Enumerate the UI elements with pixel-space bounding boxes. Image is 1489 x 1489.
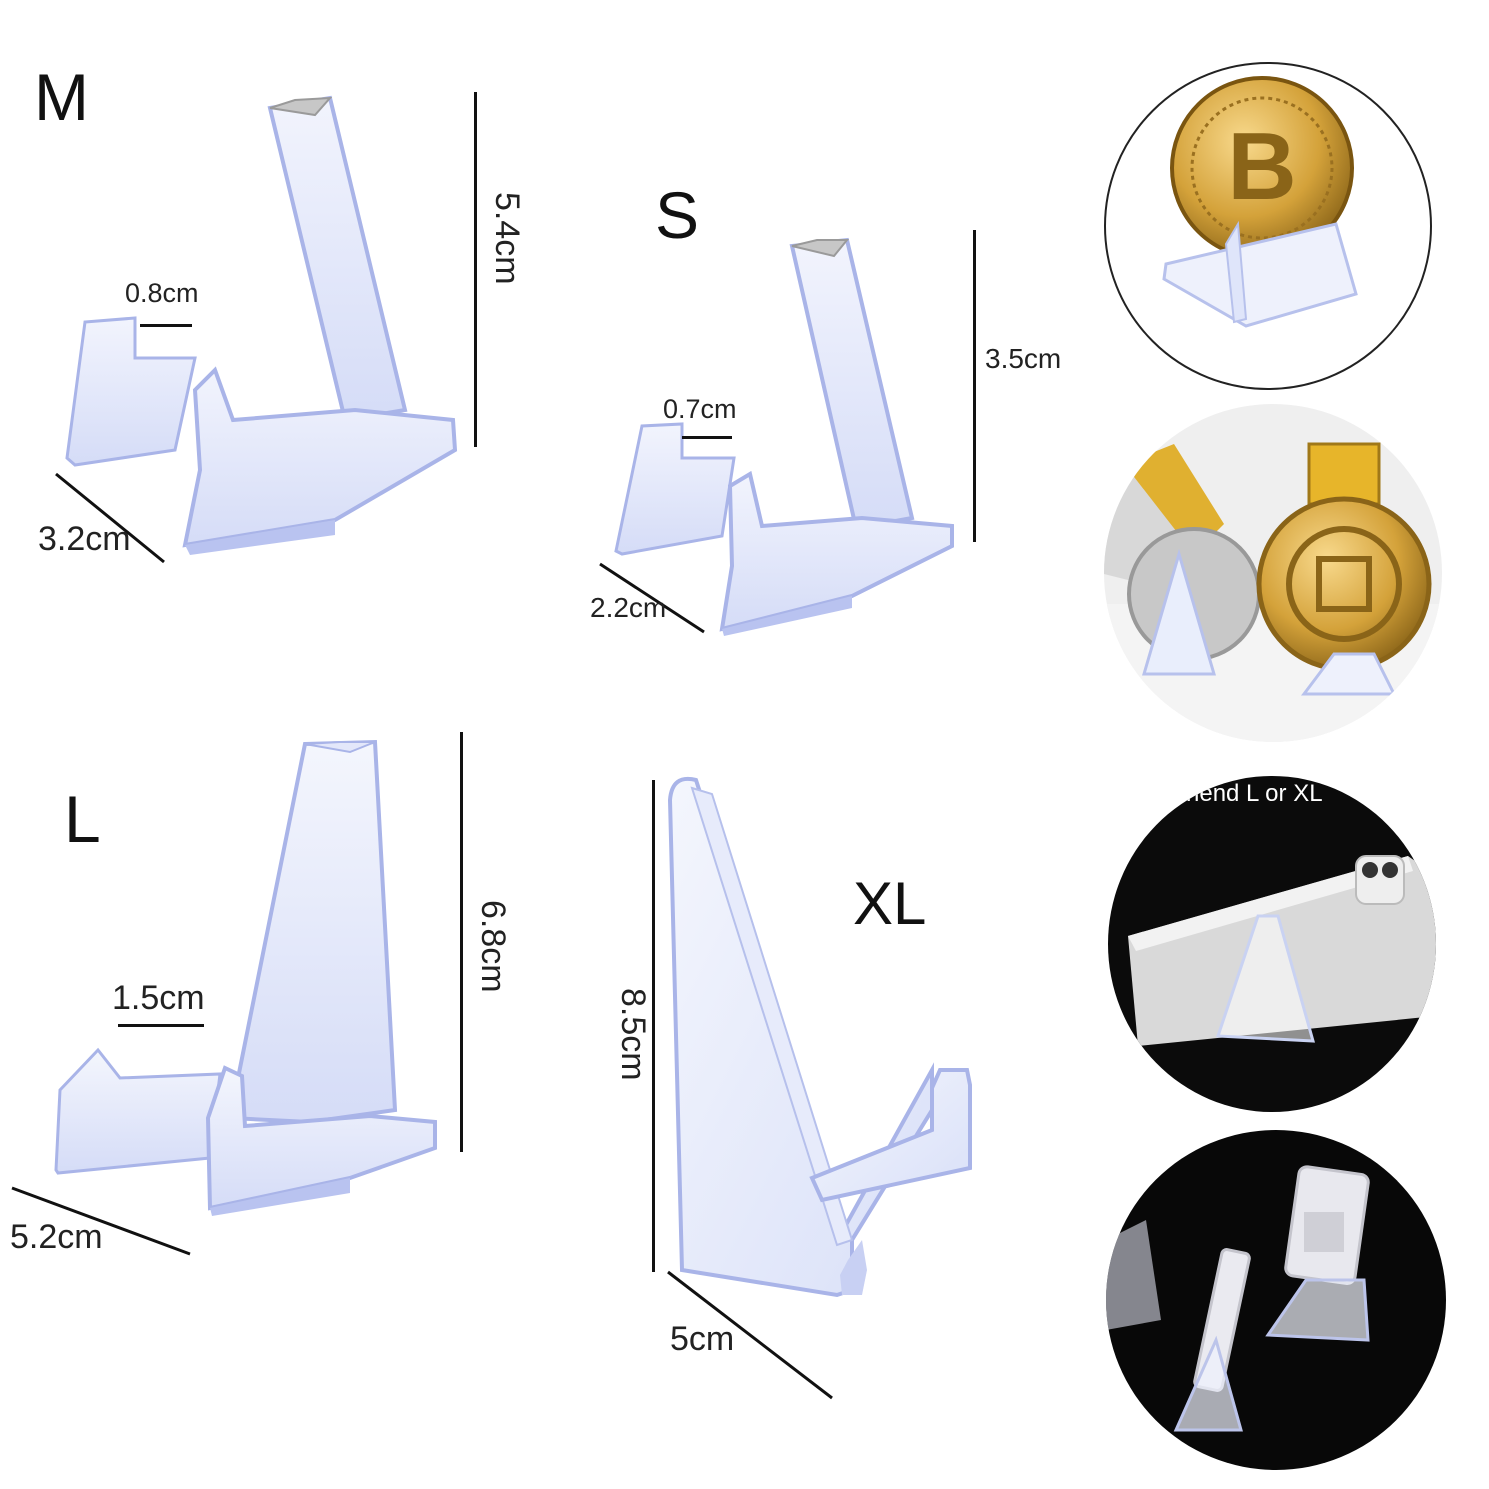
bitcoin-symbol-icon: B <box>1227 113 1296 220</box>
stand-l-image <box>54 739 437 1216</box>
phone-stand-illustration <box>1128 855 1436 1046</box>
m-depth-line <box>55 472 165 564</box>
xl-height-line <box>652 780 655 1272</box>
m-height-label: 5.4cm <box>488 192 526 285</box>
l-slot-width-line <box>118 1024 204 1027</box>
size-m-label: M <box>34 60 89 134</box>
coin-stand-illustration: B <box>1162 76 1358 328</box>
s-slot-width-line <box>682 436 732 439</box>
xl-depth-line <box>667 1270 833 1400</box>
stand-s-image <box>614 237 954 636</box>
size-xl-label: XL <box>853 870 927 937</box>
l-height-label: 6.8cm <box>474 900 512 993</box>
medal-stand-illustration <box>1104 442 1442 742</box>
s-height-line <box>973 230 976 542</box>
xl-depth-label: 5cm <box>670 1320 735 1358</box>
size-s-label: S <box>655 178 700 252</box>
phone-photo-caption: nend L or XL <box>1186 780 1323 807</box>
medal-stand-photo <box>1104 404 1442 742</box>
s-slot-width-label: 0.7cm <box>663 394 737 424</box>
s-height-label: 3.5cm <box>985 343 1062 374</box>
l-depth-label: 5.2cm <box>10 1218 103 1256</box>
coin-stand-photo: B <box>1104 62 1432 390</box>
l-slot-width-label: 1.5cm <box>112 979 205 1017</box>
s-depth-line <box>599 562 705 634</box>
m-slot-width-label: 0.8cm <box>125 278 199 308</box>
size-l-label: L <box>64 782 101 856</box>
stand-m-image <box>65 95 458 555</box>
m-slot-width-line <box>140 324 192 327</box>
l-depth-line <box>11 1186 191 1256</box>
stand-xl-image <box>667 777 972 1298</box>
s-depth-label: 2.2cm <box>590 592 667 623</box>
card-stand-photo <box>1106 1130 1446 1470</box>
card-stand-illustration <box>1106 1165 1370 1432</box>
m-height-line <box>474 92 477 447</box>
xl-height-label: 8.5cm <box>614 988 652 1081</box>
phone-stand-photo: nend L or XL <box>1108 776 1436 1112</box>
m-depth-label: 3.2cm <box>38 520 131 558</box>
l-height-line <box>460 732 463 1152</box>
